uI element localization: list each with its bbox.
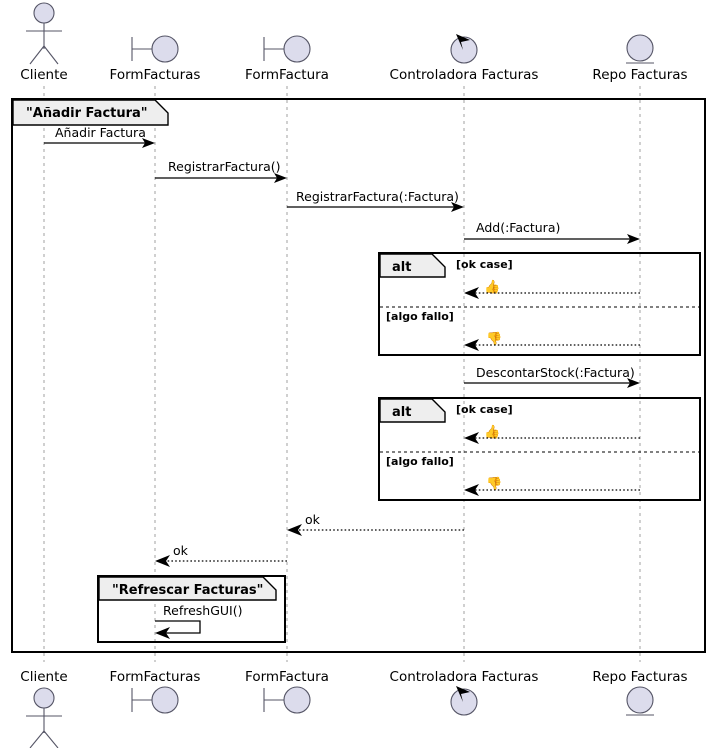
boundary-icon <box>131 686 179 714</box>
participant-label-formfacturas: FormFacturas <box>110 669 201 685</box>
participant-label-formfacturas: FormFacturas <box>110 67 201 83</box>
participant-label-formfactura: FormFactura <box>245 669 329 685</box>
message-label: ok <box>173 543 189 558</box>
thumbs-up-icon: 👍 <box>484 279 500 295</box>
boundary-icon <box>263 686 311 714</box>
entity-icon <box>626 686 654 716</box>
lifelines-layer <box>43 86 641 662</box>
guard-label-algo-fallo: [algo fallo] <box>386 310 454 323</box>
message-add-factura: Add(:Factura) <box>464 220 640 244</box>
participant-foot-formfacturas[interactable]: FormFacturas <box>110 669 201 714</box>
control-icon <box>450 34 478 64</box>
boundary-icon <box>131 35 179 63</box>
message-return-ok-2: 👍 <box>464 424 640 444</box>
participant-label-cliente: Cliente <box>20 669 67 685</box>
participant-label-cliente: Cliente <box>20 67 67 83</box>
frame-operator-alt: alt <box>392 260 411 275</box>
guard-label-algo-fallo: [algo fallo] <box>386 455 454 468</box>
guard-label-ok-case: [ok case] <box>456 403 513 416</box>
participant-foot-formfactura[interactable]: FormFactura <box>245 669 329 714</box>
participant-label-formfactura: FormFactura <box>245 67 329 83</box>
message-label: ok <box>305 512 321 527</box>
message-ok-formfactura-to-formfacturas: ok <box>155 543 287 567</box>
message-label: DescontarStock(:Factura) <box>476 365 635 380</box>
boundary-icon <box>263 35 311 63</box>
message-label: Añadir Factura <box>55 125 146 140</box>
participant-foot-repo[interactable]: Repo Facturas <box>592 669 688 716</box>
actor-icon <box>26 687 62 748</box>
message-return-fail-2: 👎 <box>464 476 640 496</box>
message-anadir-factura: Añadir Factura <box>44 125 155 148</box>
message-label: RegistrarFactura() <box>168 159 281 174</box>
control-icon <box>450 686 478 716</box>
thumbs-down-icon: 👎 <box>486 331 502 347</box>
participant-head-formfactura[interactable]: FormFactura <box>245 35 329 83</box>
message-return-fail-1: 👎 <box>464 331 640 351</box>
participant-label-controladora: Controladora Facturas <box>390 669 539 685</box>
participant-head-formfacturas[interactable]: FormFacturas <box>110 35 201 83</box>
message-label: RefreshGUI() <box>163 603 242 618</box>
participant-label-repo: Repo Facturas <box>592 67 687 83</box>
frame-title-refrescar-facturas: "Refrescar Facturas" <box>112 583 263 598</box>
frame-title-anadir-factura: "Añadir Factura" <box>26 106 148 121</box>
participant-label-controladora: Controladora Facturas <box>390 67 539 83</box>
frame-alt-2: alt [ok case] [algo fallo] <box>378 397 701 501</box>
actor-icon <box>26 2 62 65</box>
participant-head-cliente[interactable]: Cliente <box>20 2 68 83</box>
participant-foot-cliente[interactable]: Cliente <box>20 669 68 748</box>
message-label: Add(:Factura) <box>476 220 560 235</box>
guard-label-ok-case: [ok case] <box>456 258 513 271</box>
message-registrarfactura: RegistrarFactura() <box>155 159 287 183</box>
message-return-ok-1: 👍 <box>464 279 640 299</box>
participant-head-repo[interactable]: Repo Facturas <box>592 34 688 83</box>
message-registrarfactura-factura: RegistrarFactura(:Factura) <box>287 189 464 212</box>
frame-refrescar-facturas: "Refrescar Facturas" <box>97 575 286 643</box>
frame-alt-1: alt [ok case] [algo fallo] <box>378 252 701 356</box>
thumbs-down-icon: 👎 <box>486 476 502 492</box>
participant-foot-controladora[interactable]: Controladora Facturas <box>390 669 539 716</box>
participant-head-controladora[interactable]: Controladora Facturas <box>390 34 539 83</box>
entity-icon <box>626 34 654 64</box>
frame-anadir-factura: "Añadir Factura" <box>11 98 706 653</box>
message-descontarstock: DescontarStock(:Factura) <box>464 365 640 388</box>
message-ok-controladora-to-formfactura: ok <box>287 512 464 536</box>
message-refreshgui-self: RefreshGUI() <box>155 603 242 639</box>
participant-label-repo: Repo Facturas <box>592 669 687 685</box>
message-label: RegistrarFactura(:Factura) <box>296 189 459 204</box>
thumbs-up-icon: 👍 <box>484 424 500 440</box>
frame-operator-alt: alt <box>392 405 411 420</box>
